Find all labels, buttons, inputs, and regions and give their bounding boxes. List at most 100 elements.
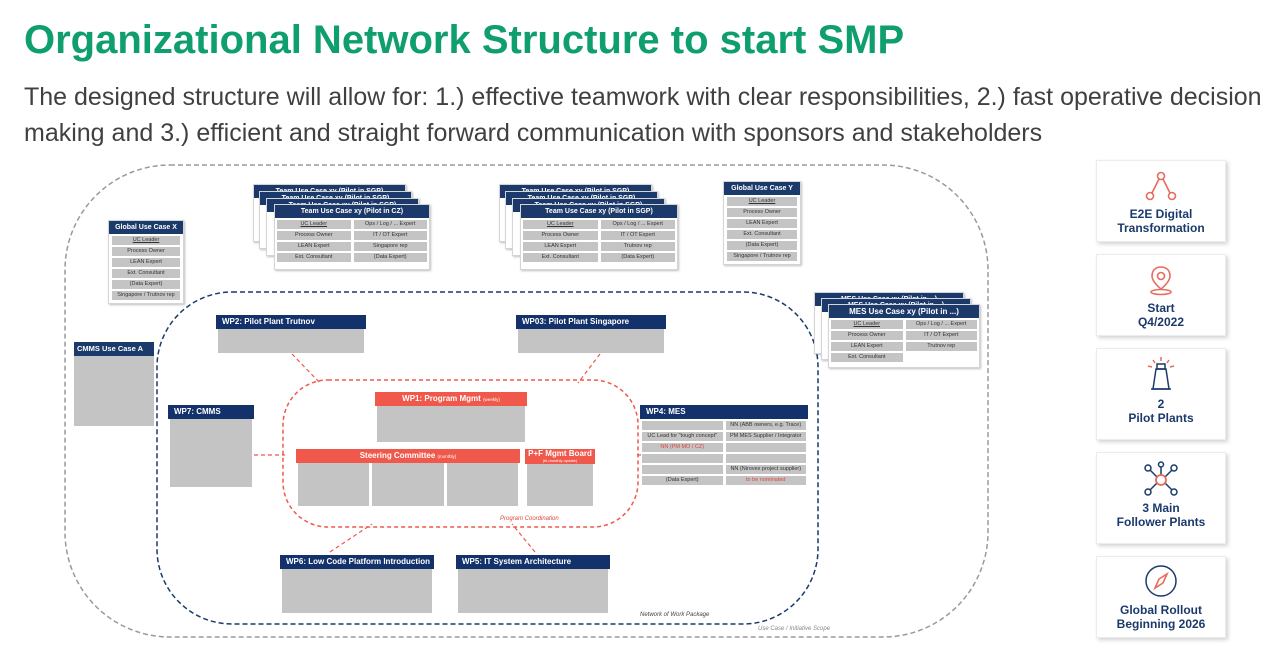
team-use-case-sgp-card[interactable]: Team Use Case xy (Pilot in SGP) UC Leade…: [520, 204, 678, 270]
role-cell: LEAN Expert: [112, 258, 180, 267]
role-cell: IT / OT Expert: [600, 231, 675, 240]
team-use-case-card-back: Team Use Case xy (Pilot in SGP): [499, 184, 652, 242]
role-cell: LEAN Expert: [727, 219, 797, 228]
role-cell: Process Owner: [277, 231, 351, 240]
card-header: Team Use Case xy (Pilot in SGP): [513, 199, 664, 212]
page-subtitle: The designed structure will allow for: 1…: [24, 83, 1262, 147]
wp4-mes[interactable]: WP4: MES UC Lead for "tough concept" NN …: [640, 405, 808, 491]
role-cell: UC Leader: [831, 320, 903, 329]
wp1-program-mgmt[interactable]: WP1: Program Mgmt (weekly): [375, 392, 527, 444]
wp03-pilot-plant-singapore[interactable]: WP03: Pilot Plant Singapore: [516, 315, 666, 353]
wp2-pilot-plant-trutnov[interactable]: WP2: Pilot Plant Trutnov: [216, 315, 366, 353]
card-header: Team Use Case xy (Pilot in SGP): [500, 185, 651, 198]
wp6-body: [282, 569, 432, 613]
wp03-body: [518, 329, 664, 353]
wp1-body: [377, 406, 525, 442]
mes-use-case-card-back: MES Use Case xy (Pilot in ...): [821, 298, 971, 360]
wp6-title: WP6: Low Code Platform Introduction: [280, 555, 434, 569]
wp6-low-code-platform[interactable]: WP6: Low Code Platform Introduction: [280, 555, 434, 615]
role-cell: IT / OT Expert: [905, 331, 977, 340]
role-cell: (Data Expert): [600, 253, 675, 262]
team-use-case-sgp-title: Team Use Case xy (Pilot in SGP): [521, 205, 677, 218]
side-card-e2e: E2E Digital Transformation: [1096, 160, 1226, 242]
role-cell: Ext. Consultant: [112, 269, 180, 278]
role-cell: Ext. Consultant: [727, 230, 797, 239]
team-use-case-card-back: Team Use Case xy (Pilot in SGP): [253, 184, 406, 242]
network-triangle-icon: [1145, 171, 1177, 201]
card-header: MES Use Case xy (Pilot in ...): [822, 299, 970, 312]
role-cell: Process Owner: [831, 331, 903, 340]
pf-mgmt-board[interactable]: P+F Mgmt Board (bi-monthly update): [525, 449, 595, 509]
mes-use-case-card-back: MES Use Case xy (Pilot in ...): [814, 292, 964, 354]
role-cell: [642, 421, 723, 430]
global-use-case-x-title: Global Use Case X: [109, 221, 183, 234]
role-cell: (Data Expert): [642, 476, 723, 485]
role-cell: LEAN Expert: [523, 242, 598, 251]
wp5-it-system-architecture[interactable]: WP5: IT System Architecture: [456, 555, 610, 615]
steering-committee-label: Steering Committee: [359, 451, 436, 460]
role-cell: UC Leader: [277, 220, 351, 229]
side-card-line: Global Rollout: [1120, 603, 1202, 617]
side-card-line: Beginning 2026: [1116, 617, 1206, 631]
side-card-line: Transformation: [1117, 221, 1205, 235]
mes-use-case-card[interactable]: MES Use Case xy (Pilot in ...) UC Leader…: [828, 304, 980, 368]
role-cell: UC Leader: [727, 197, 797, 206]
team-use-case-card-back: Team Use Case xy (Pilot in SGP): [505, 191, 658, 249]
role-cell: (Data Expert): [112, 280, 180, 289]
steering-committee-title: Steering Committee (monthly): [296, 449, 520, 463]
cmms-use-case-a-title: CMMS Use Case A: [74, 342, 154, 356]
global-use-case-y-title: Global Use Case Y: [724, 182, 800, 195]
side-card-global-rollout: Global Rollout Beginning 2026: [1096, 556, 1226, 638]
role-cell: IT / OT Expert: [353, 231, 427, 240]
card-header: Team Use Case xy (Pilot in SGP): [254, 185, 405, 198]
team-use-case-card-back: Team Use Case xy (Pilot in SGP): [259, 191, 412, 249]
role-cell: NN (Nirovex project supplier): [725, 465, 806, 474]
role-cell: Ext. Consultant: [277, 253, 351, 262]
role-cell: Singapore / Trutnov rep: [112, 291, 180, 300]
role-cell: UC Leader: [523, 220, 598, 229]
side-card-line: 3 Main: [1142, 501, 1180, 515]
steering-member-slot: [446, 463, 518, 506]
wp5-body: [458, 569, 608, 613]
team-use-case-cz-title: Team Use Case xy (Pilot in CZ): [275, 205, 429, 218]
steering-committee-frequency: (monthly): [437, 454, 457, 459]
role-cell: (Data Expert): [353, 253, 427, 262]
side-card-start: Start Q4/2022: [1096, 254, 1226, 336]
wp7-cmms[interactable]: WP7: CMMS: [168, 405, 254, 489]
role-cell: Process Owner: [727, 208, 797, 217]
pf-mgmt-board-body: [527, 464, 593, 506]
steering-committee[interactable]: Steering Committee (monthly): [296, 449, 520, 509]
wp1-title: WP1: Program Mgmt (weekly): [375, 392, 527, 406]
team-use-case-card-back: Team Use Case xy (Pilot in SGP): [266, 198, 419, 256]
role-cell: [642, 454, 723, 463]
role-cell: Singapore / Trutnov rep: [727, 252, 797, 261]
side-card-line: Follower Plants: [1116, 515, 1206, 529]
global-use-case-x-card[interactable]: Global Use Case X UC Leader Process Owne…: [108, 220, 184, 304]
wp2-body: [218, 329, 364, 353]
role-cell: [725, 443, 806, 452]
global-use-case-y-card[interactable]: Global Use Case Y UC Leader Process Owne…: [723, 181, 801, 265]
role-cell: to be nominated: [725, 476, 806, 485]
steering-member-slot: [298, 463, 370, 506]
card-header: Team Use Case xy (Pilot in SGP): [260, 192, 411, 205]
role-cell: Ops / Log / ... Expert: [905, 320, 977, 329]
role-cell: Ext. Consultant: [523, 253, 598, 262]
wp7-body: [170, 419, 252, 487]
side-card-line: E2E Digital: [1129, 207, 1193, 221]
pf-mgmt-board-label: P+F Mgmt Board: [528, 449, 592, 458]
role-cell: UC Lead for "tough concept": [642, 432, 723, 441]
wp1-frequency: (weekly): [483, 397, 500, 402]
role-cell: Singapore rep: [353, 242, 427, 251]
role-cell: Process Owner: [112, 247, 180, 256]
steering-member-slot: [372, 463, 444, 506]
role-cell: NN (PM MO / CZ): [642, 443, 723, 452]
card-header: Team Use Case xy (Pilot in SGP): [267, 199, 418, 212]
role-cell: [725, 454, 806, 463]
cmms-use-case-a[interactable]: CMMS Use Case A: [74, 342, 154, 426]
side-card-line: Start: [1147, 301, 1175, 315]
pf-mgmt-board-frequency: (bi-monthly update): [542, 458, 578, 463]
use-case-scope-label: Use Case / Initiative Scope: [758, 626, 831, 632]
role-cell: NN (ABB owners, e.g. Trace): [725, 421, 806, 430]
team-use-case-cz-card[interactable]: Team Use Case xy (Pilot in CZ) UC Leader…: [274, 204, 430, 270]
role-cell: Process Owner: [523, 231, 598, 240]
